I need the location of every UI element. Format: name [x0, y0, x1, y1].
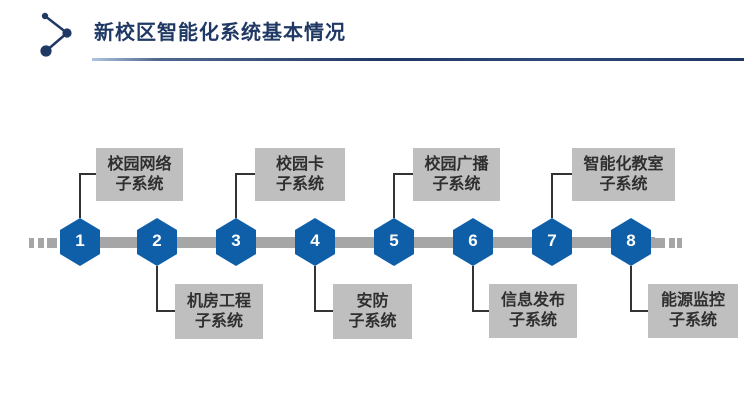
node-label-box-8: 能源监控 子系统 [648, 284, 738, 338]
node-label-line: 子系统 [432, 175, 481, 193]
node-label-line: 子系统 [115, 175, 164, 193]
title-underline [92, 58, 744, 61]
timeline-node-5: 5 [374, 218, 414, 266]
timeline-dash [47, 238, 57, 248]
node-label-line: 机房工程 [186, 292, 251, 310]
node-label-box-6: 信息发布 子系统 [489, 284, 577, 338]
node-number: 3 [231, 231, 241, 250]
timeline-node-3: 3 [216, 218, 256, 266]
timeline-dash [677, 238, 682, 248]
connector-line [314, 310, 333, 312]
connector-line [630, 266, 632, 311]
node-label-line: 子系统 [599, 175, 648, 193]
connector-line [393, 173, 413, 175]
timeline-dash [38, 238, 44, 248]
node-label-box-2: 机房工程 子系统 [175, 284, 263, 339]
connector-line [472, 266, 474, 311]
timeline-node-7: 7 [532, 218, 572, 266]
node-label-line: 子系统 [348, 312, 397, 330]
node-label-line: 能源监控 [660, 292, 725, 309]
connector-line [79, 174, 81, 218]
timeline-node-8: 8 [611, 218, 651, 266]
node-label-line: 智能化教室 [583, 155, 664, 173]
node-number: 2 [152, 231, 162, 250]
connector-line [156, 310, 175, 312]
connector-line [79, 173, 96, 175]
timeline-dash [29, 238, 34, 248]
node-label-line: 子系统 [668, 312, 717, 329]
node-label-line: 安防 [356, 292, 389, 310]
connector-line [551, 173, 572, 175]
node-label-box-3: 校园卡 子系统 [255, 148, 345, 201]
node-label-line: 信息发布 [500, 292, 565, 309]
timeline-node-2: 2 [137, 218, 177, 266]
connector-line [235, 174, 237, 218]
node-label-line: 校园卡 [275, 155, 324, 173]
node-number: 4 [310, 231, 320, 250]
connector-line [472, 310, 489, 312]
node-label-line: 校园网络 [107, 155, 172, 173]
node-label-box-4: 安防 子系统 [333, 284, 412, 339]
node-number: 8 [626, 231, 636, 250]
connector-line [630, 310, 648, 312]
timeline-dash [669, 238, 675, 248]
node-number: 6 [468, 231, 478, 250]
node-label-line: 子系统 [194, 312, 243, 330]
node-number: 7 [547, 231, 557, 250]
node-label-line: 子系统 [508, 312, 557, 329]
share-nodes-icon [40, 12, 72, 57]
timeline-bar [62, 237, 655, 248]
node-label-box-1: 校园网络 子系统 [96, 148, 183, 201]
connector-line [551, 174, 553, 218]
connector-line [156, 266, 158, 311]
connector-line [393, 174, 395, 218]
node-label-line: 子系统 [275, 175, 324, 193]
timeline-node-6: 6 [453, 218, 493, 266]
timeline-node-4: 4 [295, 218, 335, 266]
timeline-dash [653, 238, 665, 248]
node-label-line: 校园广播 [424, 155, 489, 173]
connector-line [314, 266, 316, 311]
node-number: 1 [75, 231, 85, 250]
timeline-node-1: 1 [60, 218, 100, 266]
node-label-box-5: 校园广播 子系统 [413, 148, 500, 201]
connector-line [235, 173, 255, 175]
page-title: 新校区智能化系统基本情况 [94, 22, 346, 44]
node-number: 5 [389, 231, 399, 250]
node-label-box-7: 智能化教室 子系统 [572, 148, 675, 201]
